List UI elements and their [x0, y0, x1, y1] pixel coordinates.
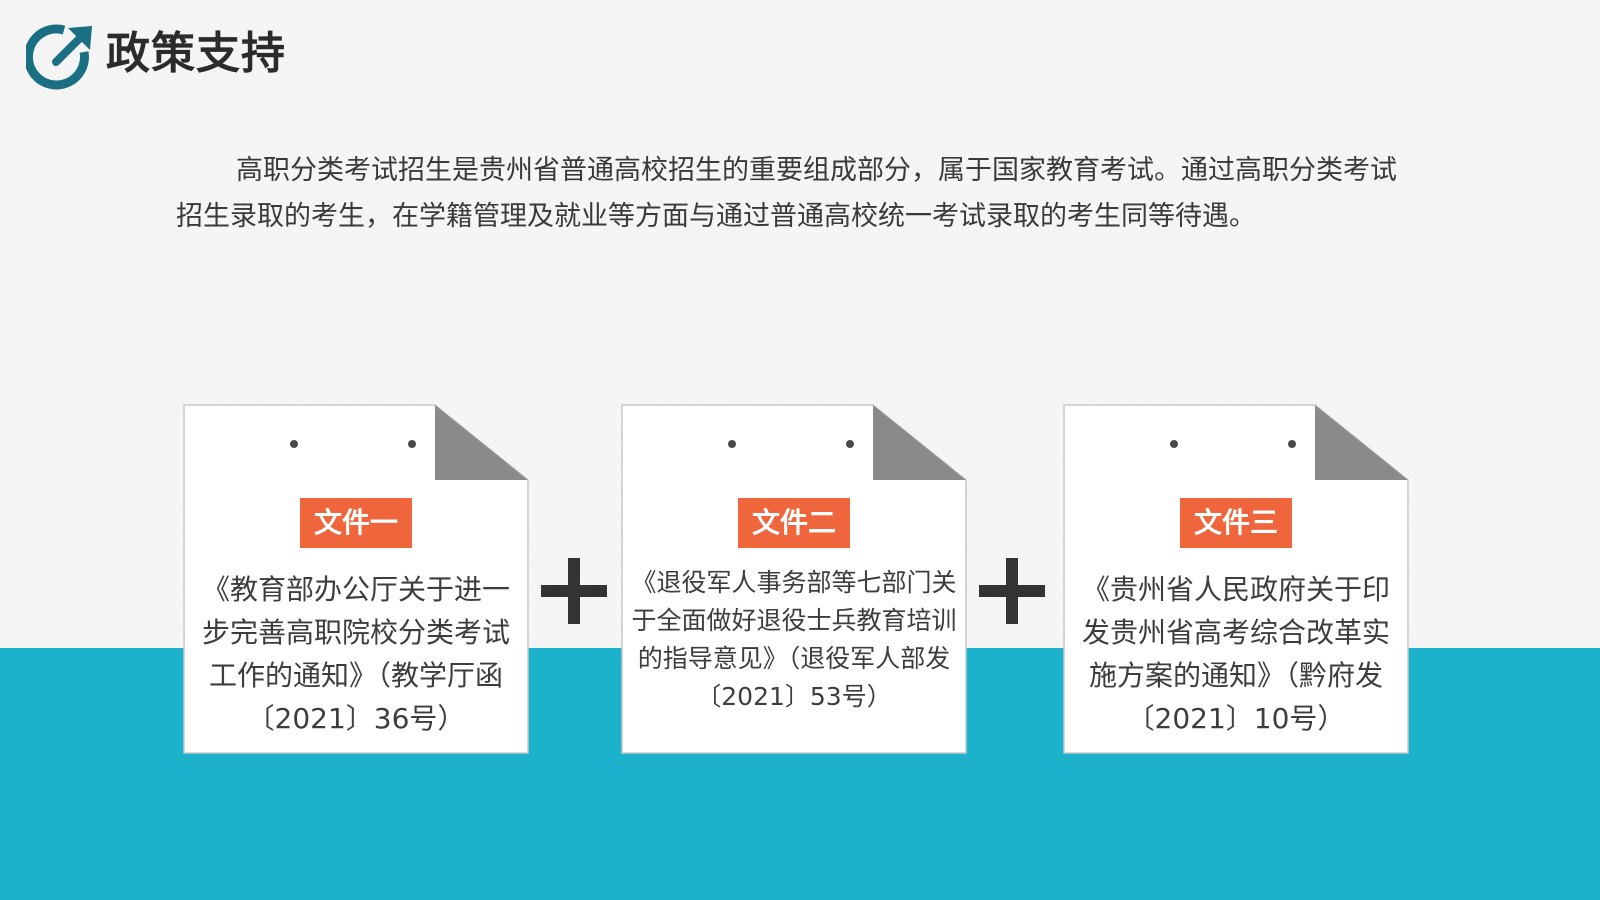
document-title: 《教育部办公厅关于进一步完善高职院校分类考试工作的通知》（教学厅函〔2021〕3…: [201, 573, 510, 735]
pin-dot: [846, 440, 854, 448]
pin-dot: [1288, 440, 1296, 448]
pin-dot: [728, 440, 736, 448]
pin-dot: [408, 440, 416, 448]
intro-paragraph: 高职分类考试招生是贵州省普通高校招生的重要组成部分，属于国家教育考试。通过高职分…: [176, 155, 1397, 232]
paper-sheet: [1063, 404, 1409, 754]
document-title: 《退役军人事务部等七部门关于全面做好退役士兵教育培训的指导意见》（退役军人部发〔…: [631, 568, 957, 711]
pin-dot: [1170, 440, 1178, 448]
document-card-3: 文件三 《贵州省人民政府关于印发贵州省高考综合改革实施方案的通知》（黔府发〔20…: [1063, 404, 1409, 754]
document-title: 《贵州省人民政府关于印发贵州省高考综合改革实施方案的通知》（黔府发〔2021〕1…: [1081, 573, 1390, 735]
document-badge: 文件二: [737, 498, 851, 548]
document-card-2: 文件二 《退役军人事务部等七部门关于全面做好退役士兵教育培训的指导意见》（退役军…: [621, 404, 967, 754]
pin-dot: [290, 440, 298, 448]
paper-sheet: [183, 404, 529, 754]
circular-arrow-icon: [26, 24, 92, 90]
page-title: 政策支持: [106, 28, 286, 79]
document-badge: 文件一: [299, 498, 413, 548]
document-badge: 文件三: [1179, 498, 1293, 548]
plus-icon: [541, 558, 607, 624]
paper-sheet: [621, 404, 967, 754]
document-card-1: 文件一 《教育部办公厅关于进一步完善高职院校分类考试工作的通知》（教学厅函〔20…: [183, 404, 529, 754]
plus-icon: [979, 558, 1045, 624]
